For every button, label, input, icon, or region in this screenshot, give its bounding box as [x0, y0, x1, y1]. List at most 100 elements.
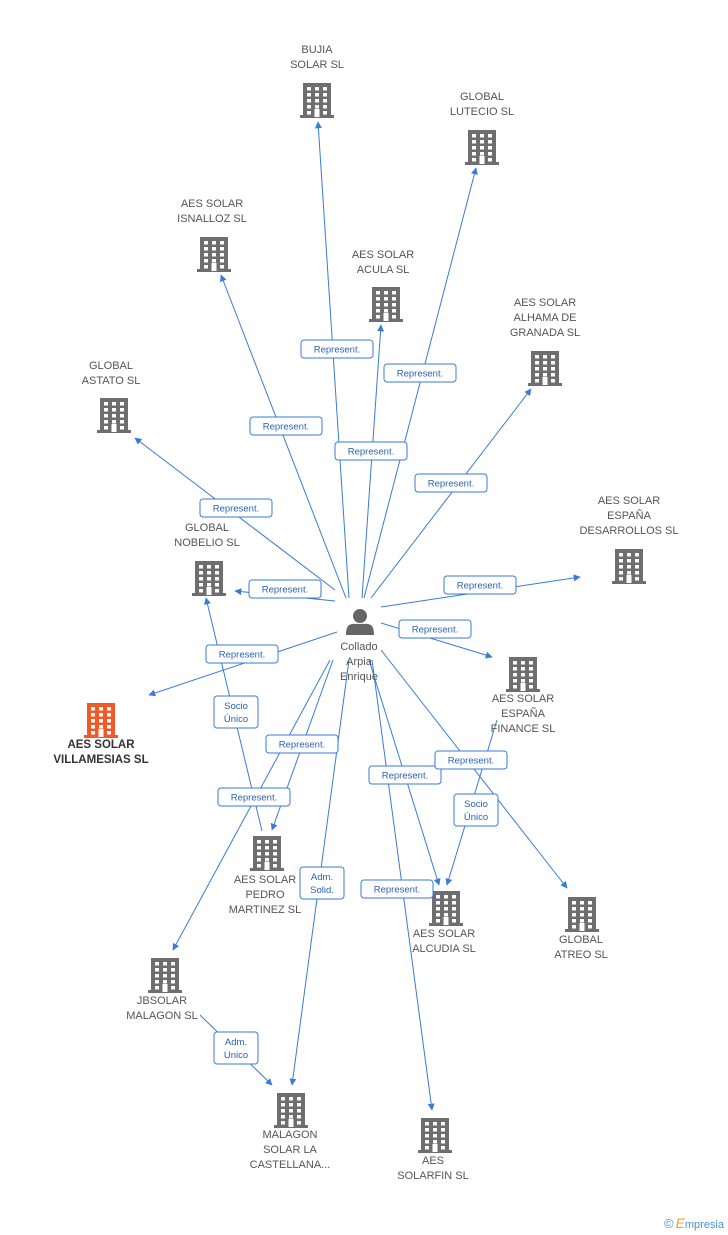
edge-label-p-finance[interactable]: Represent.: [398, 619, 472, 639]
edge-label-text: Represent.: [219, 650, 265, 661]
person-label-line: Enrique: [340, 671, 378, 683]
edge-label-p-lutecio[interactable]: Represent.: [383, 363, 457, 383]
edge-label-p-desarrollos[interactable]: Represent.: [443, 575, 517, 595]
edge-label-text: Represent.: [231, 793, 277, 804]
edge-p-alhama: [370, 388, 532, 599]
company-label-bujia[interactable]: BUJIA SOLAR SL: [290, 44, 344, 71]
edge-label-text: Represent.: [279, 740, 325, 751]
edge-label-jbsolar-malagon[interactable]: Adm.Unico: [213, 1031, 259, 1065]
company-label-atreo-line: ATREO SL: [554, 949, 608, 961]
company-label-isnalloz-line: AES SOLAR: [181, 198, 243, 210]
edge-label-p-atreo[interactable]: Represent.: [434, 750, 508, 770]
edge-label-p-alcudia[interactable]: Represent.: [368, 765, 442, 785]
company-label-finance-line: ESPAÑA: [501, 707, 545, 720]
company-label-desarrollos-line: ESPAÑA: [607, 509, 651, 522]
company-label-acula-line: ACULA SL: [357, 264, 410, 276]
company-label-malagon-line: CASTELLANA...: [250, 1159, 331, 1171]
edge-label-p-jbsolar[interactable]: Represent.: [217, 787, 291, 807]
company-label-nobelio[interactable]: GLOBAL NOBELIO SL: [174, 522, 239, 549]
building-icon: [528, 351, 562, 386]
edge-label-text: Represent.: [314, 345, 360, 356]
edge-label-text: Represent.: [397, 369, 443, 380]
company-label-bujia-line: BUJIA: [301, 44, 333, 56]
edge-label-p-nobelio[interactable]: Represent.: [248, 579, 322, 599]
person-icon: [346, 609, 374, 635]
company-label-nobelio-line: GLOBAL: [185, 522, 229, 534]
building-icon: [418, 1118, 452, 1153]
building-icon: [612, 549, 646, 584]
company-label-pedro[interactable]: AES SOLAR PEDRO MARTINEZ SL: [229, 874, 302, 916]
edge-label-p-bujia[interactable]: Represent.: [300, 339, 374, 359]
building-icon: [84, 703, 118, 738]
company-label-alhama-line: GRANADA SL: [510, 327, 580, 339]
edge-label-text: Represent.: [374, 885, 420, 896]
company-label-bujia-line: SOLAR SL: [290, 59, 344, 71]
company-label-acula-line: AES SOLAR: [352, 249, 414, 261]
edge-labels-layer: Represent. Represent. Represent. Represent.…: [199, 339, 517, 1065]
company-label-jbsolar-line: MALAGON SL: [126, 1010, 198, 1022]
watermark-initial: E: [675, 1215, 685, 1231]
building-icon: [192, 561, 226, 596]
company-label-nobelio-line: NOBELIO SL: [174, 537, 239, 549]
edge-label-text: Represent.: [448, 756, 494, 767]
edge-label-p-astato[interactable]: Represent.: [199, 498, 273, 518]
person-label-line: Arpia: [346, 656, 373, 668]
company-label-astato-line: GLOBAL: [89, 360, 133, 372]
edge-label-text: Represent.: [262, 585, 308, 596]
company-label-solarfin-line: AES: [422, 1155, 444, 1167]
copyright-symbol: ©: [663, 1216, 674, 1231]
company-label-malagon-line: MALAGON: [262, 1129, 317, 1141]
company-label-finance-line: FINANCE SL: [491, 723, 556, 735]
edge-label-p-malagon[interactable]: Adm.Solid.: [299, 866, 345, 900]
edge-label-text: Represent.: [263, 422, 309, 433]
edge-label-p-alhama[interactable]: Represent.: [414, 473, 488, 493]
company-label-atreo-line: GLOBAL: [559, 934, 603, 946]
company-label-lutecio-line: LUTECIO SL: [450, 106, 514, 118]
building-icon: [565, 897, 599, 932]
edge-p-bujia: [314, 121, 350, 599]
building-icon: [465, 130, 499, 165]
company-label-pedro-line: PEDRO: [245, 889, 285, 901]
building-icon: [148, 958, 182, 993]
edge-label-p-pedro[interactable]: Represent.: [265, 734, 339, 754]
watermark-text: mpresia: [684, 1219, 724, 1231]
company-label-acula[interactable]: AES SOLAR ACULA SL: [352, 249, 414, 276]
company-label-isnalloz-line: ISNALLOZ SL: [177, 213, 247, 225]
company-label-atreo[interactable]: GLOBAL ATREO SL: [554, 934, 608, 961]
company-label-pedro-line: MARTINEZ SL: [229, 904, 302, 916]
company-label-pedro-line: AES SOLAR: [234, 874, 296, 886]
company-label-isnalloz[interactable]: AES SOLAR ISNALLOZ SL: [177, 198, 247, 225]
building-icon: [250, 836, 284, 871]
company-label-desarrollos-line: AES SOLAR: [598, 495, 660, 507]
company-label-alhama-line: ALHAMA DE: [514, 312, 577, 324]
empresia-watermark: ©Empresia: [664, 1215, 724, 1231]
edge-label-p-acula[interactable]: Represent.: [334, 441, 408, 461]
company-label-astato[interactable]: GLOBAL ASTATO SL: [82, 360, 141, 387]
edge-label-p-isnalloz[interactable]: Represent.: [249, 416, 323, 436]
edge-label-text: Represent.: [382, 771, 428, 782]
company-label-alcudia-line: ALCUDIA SL: [412, 943, 476, 955]
edge-label-text: Represent.: [457, 581, 503, 592]
building-icon: [429, 891, 463, 926]
company-label-astato-line: ASTATO SL: [82, 375, 141, 387]
edge-label-text: Adm.Solid.: [310, 872, 334, 896]
company-label-malagon[interactable]: MALAGON SOLAR LA CASTELLANA...: [250, 1129, 331, 1171]
edge-label-p-solarfin[interactable]: Represent.: [360, 879, 434, 899]
edge-label-p-villamesias[interactable]: Represent.: [205, 644, 279, 664]
company-label-alhama-line: AES SOLAR: [514, 297, 576, 309]
company-label-malagon-line: SOLAR LA: [263, 1144, 317, 1156]
company-label-alhama[interactable]: AES SOLAR ALHAMA DE GRANADA SL: [510, 297, 580, 339]
building-icon: [274, 1093, 308, 1128]
